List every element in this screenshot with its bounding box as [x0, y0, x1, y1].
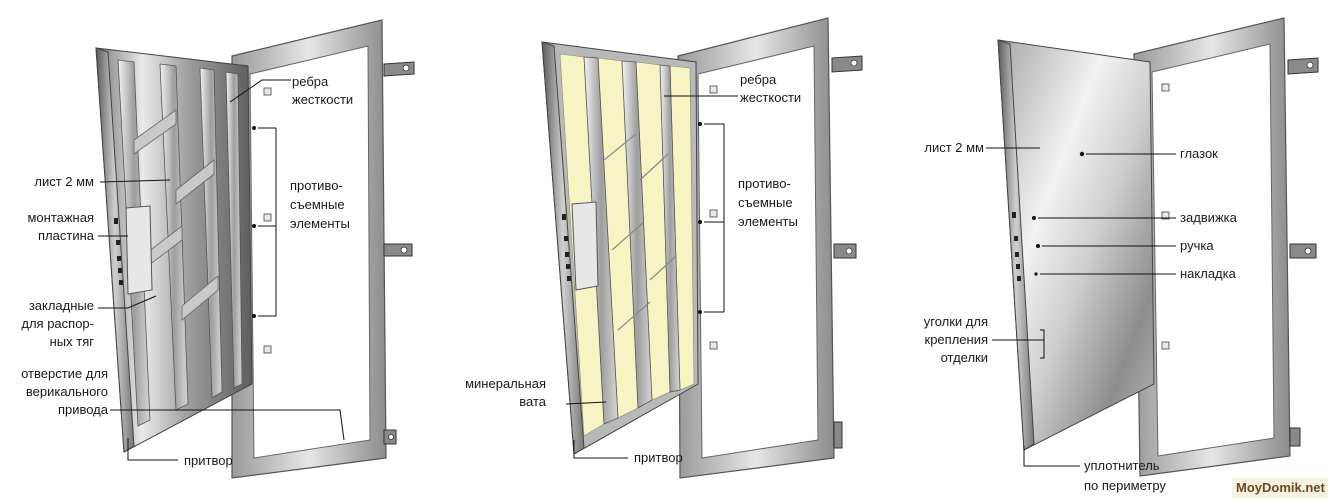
label-anti-3: элементы	[290, 216, 350, 231]
door-leaf-edge	[541, 41, 585, 455]
lock-holes	[114, 218, 123, 285]
bolt-point	[1032, 216, 1036, 220]
label-corners-2: крепления	[925, 332, 988, 347]
label-wool-2: вата	[519, 394, 547, 409]
door-leaf-edge	[997, 39, 1035, 451]
label-anti-1: противо-	[290, 178, 343, 193]
label-mount-2: пластина	[38, 228, 95, 243]
stiffening-ribs	[583, 56, 681, 425]
handle-point	[1036, 244, 1040, 248]
door-leaf-edge	[95, 47, 135, 453]
watermark-text: MoyDomik.net	[1236, 480, 1326, 495]
frame-socket	[263, 345, 272, 354]
label-embedded-1: закладные	[29, 298, 94, 313]
frame-lugs	[831, 55, 863, 449]
label-bolt: задвижка	[1180, 210, 1238, 225]
frame-socket	[709, 85, 718, 94]
frame-socket	[1161, 341, 1170, 350]
watermark-logo: MoyDomik.net	[1232, 478, 1328, 498]
label-hole-2: верикального	[26, 384, 108, 399]
frame-socket	[1161, 83, 1170, 92]
door-panel-outer: лист 2 мм глазок задвижка ручка накладка…	[924, 17, 1328, 498]
label-corners-3: отделки	[941, 350, 988, 365]
label-handle: ручка	[1180, 238, 1214, 253]
door-panel-frame: ребра жесткости противо- съемные элемент…	[21, 19, 415, 479]
label-anti-2: съемные	[738, 195, 793, 210]
label-embedded-3: ных тяг	[50, 334, 95, 349]
peephole-icon	[1079, 151, 1085, 157]
label-ribs-2: жесткости	[292, 92, 353, 107]
label-pritvor: притвор	[184, 453, 233, 468]
label-pritvor: притвор	[634, 450, 683, 465]
label-ribs-2: жесткости	[740, 90, 801, 105]
frame-socket	[709, 341, 718, 350]
label-anti-3: элементы	[738, 214, 798, 229]
label-peephole: глазок	[1180, 146, 1218, 161]
label-corners-1: уголки для	[924, 314, 988, 329]
door-panel-insulation: ребра жесткости противо- съемные элемент…	[465, 17, 863, 479]
frame-lugs	[1287, 57, 1319, 447]
frame-lugs	[383, 61, 415, 445]
label-sheet: лист 2 мм	[924, 140, 984, 155]
label-wool-1: минеральная	[465, 376, 546, 391]
label-ribs-1: ребра	[292, 74, 329, 89]
label-mount-1: монтажная	[27, 210, 94, 225]
frame-socket	[263, 213, 272, 222]
frame-socket	[1161, 211, 1170, 220]
frame-socket	[263, 87, 272, 96]
label-embedded-2: для распор-	[21, 316, 94, 331]
label-seal-1: уплотнитель	[1084, 458, 1160, 473]
lock-holes	[562, 214, 571, 281]
label-anti-2: съемные	[290, 197, 345, 212]
label-escutcheon: накладка	[1180, 266, 1237, 281]
label-hole-1: отверстие для	[21, 366, 108, 381]
door-frame-opening	[697, 45, 819, 459]
door-frame-opening	[1151, 43, 1275, 457]
stiffening-ribs	[117, 59, 243, 427]
label-hole-3: привода	[58, 402, 109, 417]
escutcheon-point	[1034, 272, 1038, 276]
mounting-plate	[571, 201, 599, 291]
label-sheet: лист 2 мм	[34, 174, 94, 189]
label-seal-2: по периметру	[1084, 478, 1166, 493]
label-ribs-1: ребра	[740, 72, 777, 87]
mounting-plate	[125, 205, 153, 295]
label-anti-1: противо-	[738, 176, 791, 191]
lock-holes	[1012, 212, 1021, 281]
frame-socket	[709, 209, 718, 218]
door-frame-opening	[249, 45, 371, 459]
